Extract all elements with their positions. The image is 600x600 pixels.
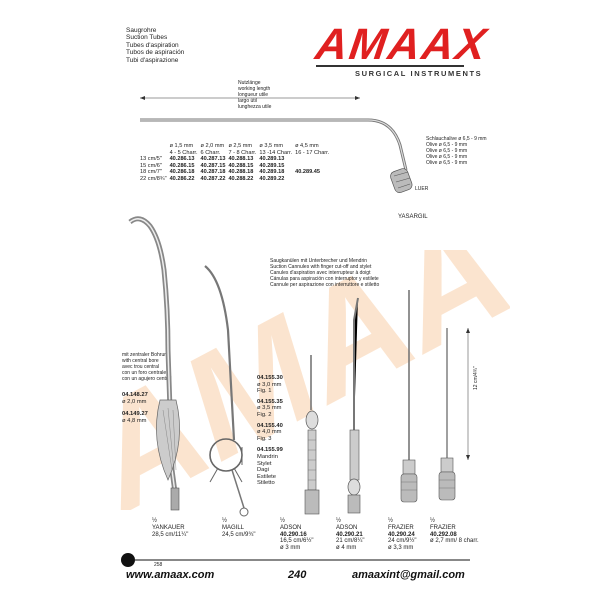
yankauer-bore-note: mit zentraler Bohrung with central bore … — [122, 352, 172, 382]
instrument-label-adson-1: ½ ADSON 40.290.16 16,5 cm/6½" ø 3 mm — [280, 518, 314, 552]
magill-instrument — [204, 265, 249, 517]
suction-tube-illustration — [140, 96, 413, 193]
page-number: 258 — [154, 562, 163, 568]
title-en: Suction Tubes — [126, 34, 168, 42]
adson-instrument-2 — [347, 297, 361, 514]
luer-label: LUER — [415, 186, 429, 192]
footer-website[interactable]: www.amaax.com — [126, 569, 215, 581]
instrument-label-yankauer: ½ YANKAUER 28,5 cm/11¼" — [152, 518, 189, 538]
adson-instrument-1 — [304, 355, 320, 515]
olive-labels: Schlauchalive ø 6,5 - 9 mm Olive ø 6,5 -… — [426, 136, 487, 166]
frazier-instrument-2 — [438, 328, 470, 501]
title-es: Tubos de aspiración — [126, 49, 185, 57]
logo-rule — [316, 65, 464, 67]
footer-page: 240 — [288, 569, 307, 581]
dimension-12cm: 12 cm/4¾" — [473, 366, 479, 390]
title-fr: Tubes d'aspiration — [126, 41, 179, 49]
working-length-label: Nutzlänge working length longueur utile … — [238, 80, 272, 110]
instrument-label-frazier-2: ½ FRAZIER 40.292.08 ø 2,7 mm/ 8 charr. — [430, 518, 479, 545]
footer-email[interactable]: amaaxint@gmail.com — [352, 569, 465, 581]
watermark-logo: AMAAX — [70, 250, 510, 510]
yankauer-instrument — [128, 216, 180, 511]
page-marker-dot — [121, 553, 135, 567]
charr-row: 4 - 5 Charr.6 Charr.7 - 8 Charr.13 -14 C… — [169, 149, 330, 156]
instrument-label-adson-2: ½ ADSON 40.290.21 21 cm/8¼" ø 4 mm — [336, 518, 365, 552]
instrument-label-magill: ½ MAGILL 24,5 cm/9¾" — [222, 518, 256, 538]
magill-codes: 04.155.30 ø 3,0 mm Fig. 1 04.155.35 ø 3,… — [257, 375, 283, 487]
instrument-label-frazier-1: ½ FRAZIER 40.290.24 24 cm/9½" ø 3,3 mm — [388, 518, 417, 552]
yasargil-label: YASARGIL — [398, 214, 428, 220]
frazier-instrument-1 — [400, 290, 418, 503]
title-de: Saugrohre — [126, 27, 157, 34]
page-titles: Saugrohre Suction Tubes Tubes d'aspirati… — [126, 27, 184, 64]
yankauer-codes: 04.148.27 ø 2,0 mm 04.149.27 ø 4,8 mm — [122, 392, 148, 424]
brand-tagline: SURGICAL INSTRUMENTS — [355, 69, 483, 78]
title-it: Tubi d'aspirazione — [126, 56, 179, 64]
cannula-caption: Saugkanülen mit Unterbrecher und Mendrin… — [270, 258, 380, 288]
